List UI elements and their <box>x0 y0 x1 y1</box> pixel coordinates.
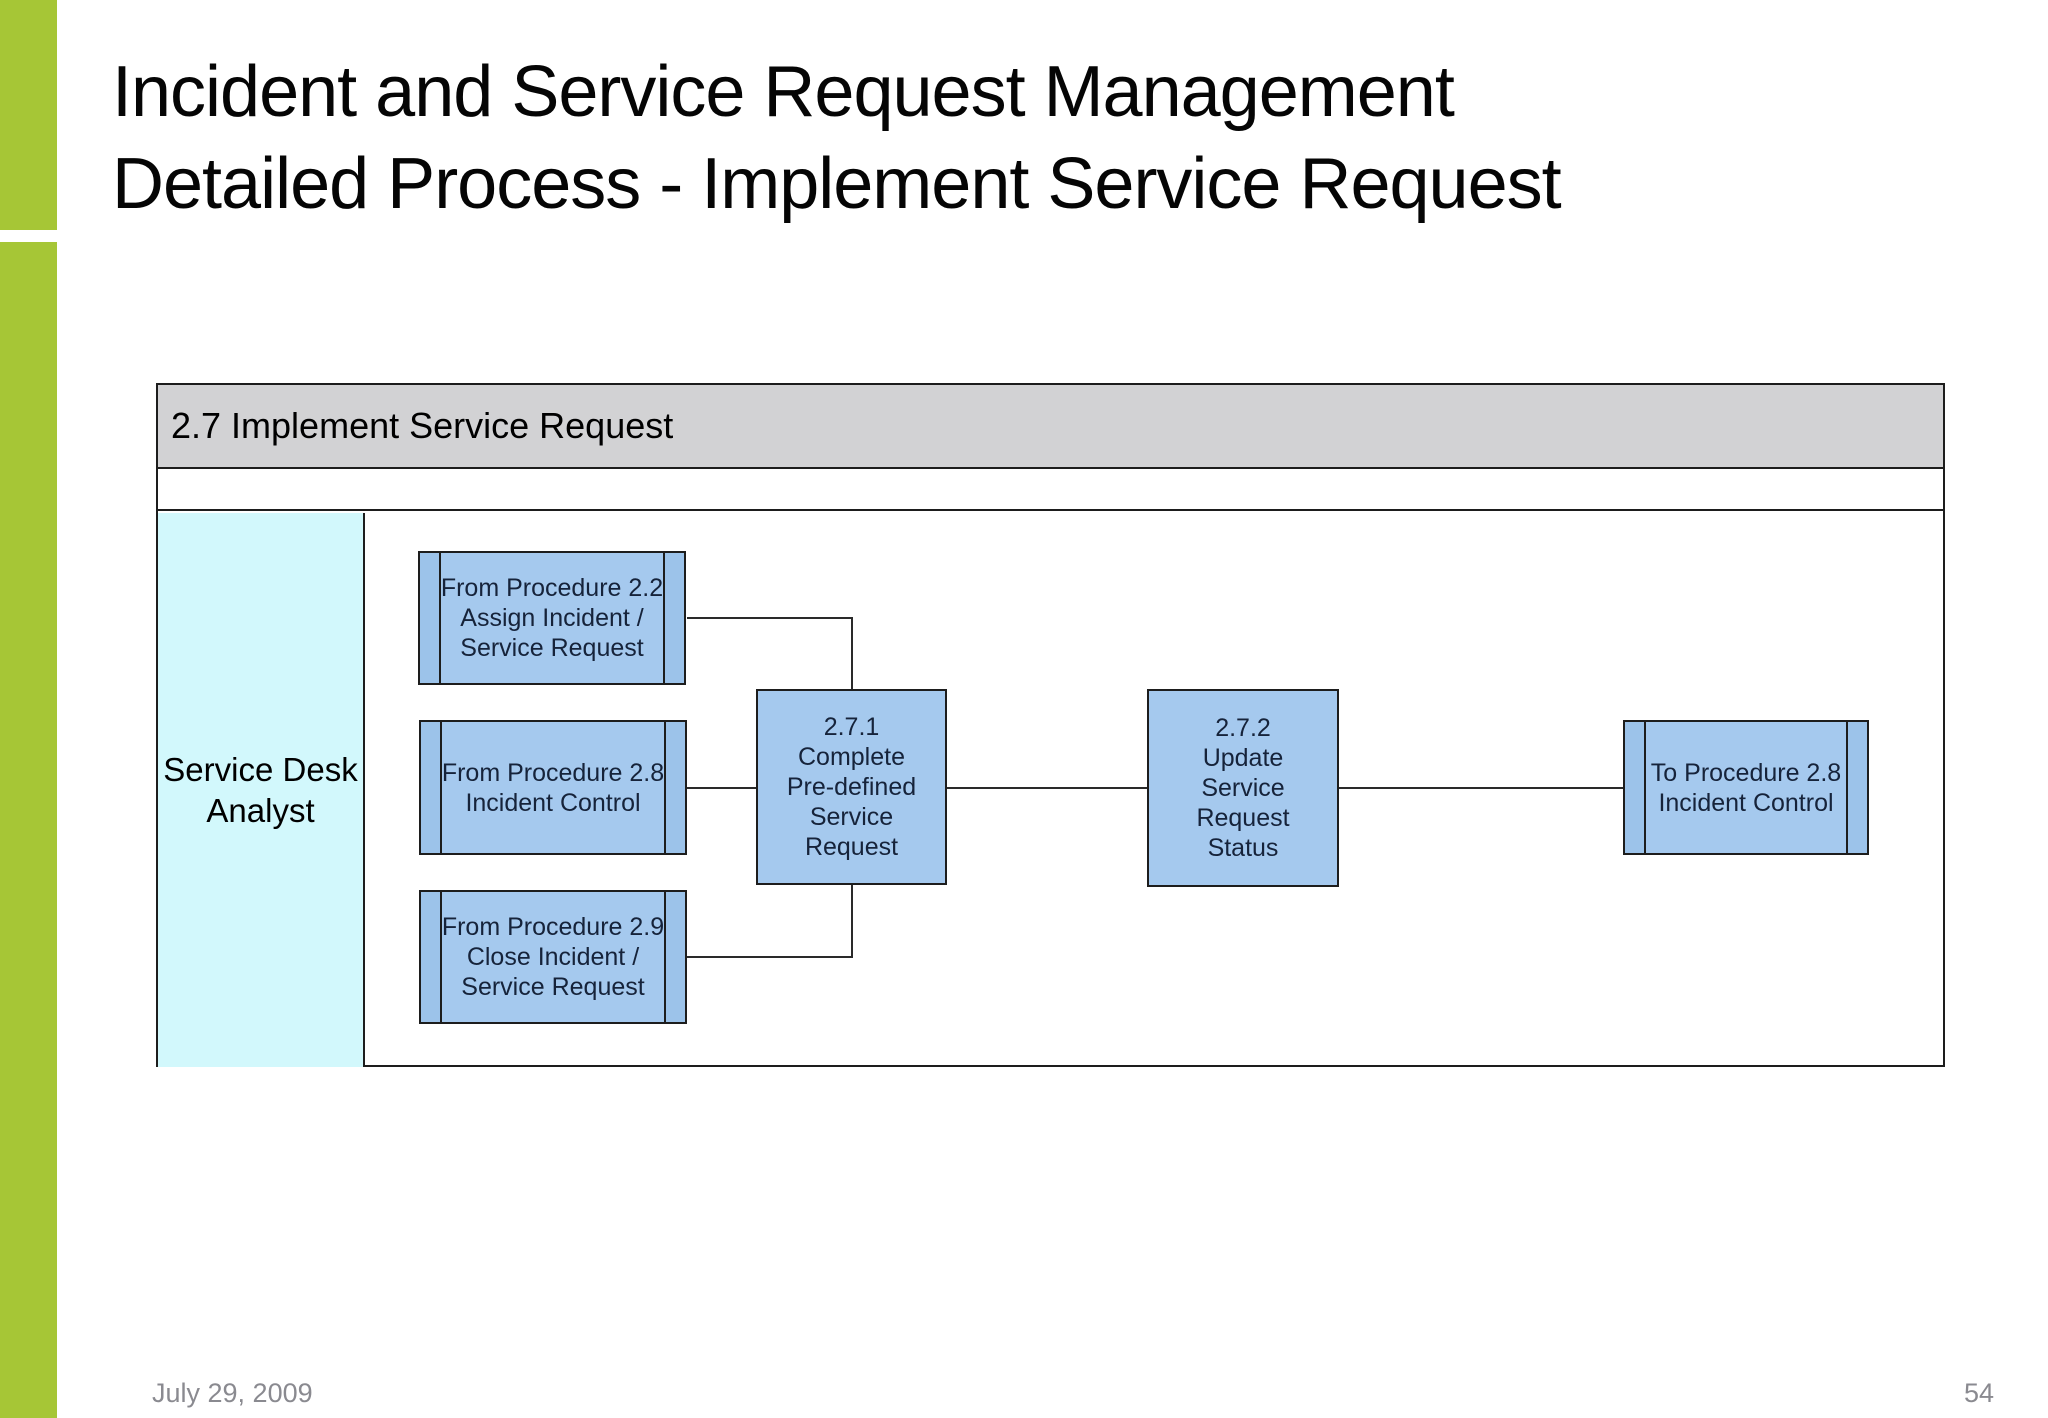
connector-from-2-8 <box>687 787 758 789</box>
slide-title-line1: Incident and Service Request Management <box>112 52 1455 132</box>
box-to-procedure-2-8: To Procedure 2.8 Incident Control <box>1623 720 1869 855</box>
connector-from-2-9-horizontal <box>687 956 853 958</box>
diagram-separator-band <box>158 471 1943 511</box>
slide-title: Incident and Service Request Management … <box>112 46 1872 230</box>
box-text-line: Incident Control <box>1658 788 1834 817</box>
offpage-sidebar-left <box>421 722 442 853</box>
swimlane-label-line1: Service Desk <box>163 751 358 788</box>
connector-2-7-2-to-2-8 <box>1339 787 1625 789</box>
box-from-procedure-2-9: From Procedure 2.9 Close Incident / Serv… <box>419 890 687 1024</box>
slide-title-line2: Detailed Process - Implement Service Req… <box>112 144 1562 224</box>
box-from-procedure-2-8: From Procedure 2.8 Incident Control <box>419 720 687 855</box>
green-accent-bar-bottom <box>0 242 57 1418</box>
box-text-line: Service Request <box>460 634 644 662</box>
offpage-sidebar-right <box>1846 722 1867 853</box>
box-text-line: 2.7.1 <box>823 713 880 741</box>
box-process-2-7-1: 2.7.1 Complete Pre-defined Service Reque… <box>756 689 947 885</box>
swimlane-label-service-desk-analyst: Service Desk Analyst <box>158 513 365 1067</box>
box-text-line: Update <box>1202 744 1284 772</box>
box-text-line: 2.7.2 <box>1215 714 1271 742</box>
box-text-line: Service Request <box>461 973 645 1001</box>
box-text-line: Assign Incident / <box>460 604 644 632</box>
connector-from-2-2-horizontal <box>687 617 853 619</box>
footer-date: July 29, 2009 <box>152 1378 313 1408</box>
swimlane-label-line2: Analyst <box>206 792 315 829</box>
footer-page-number: 54 <box>1963 1378 1994 1408</box>
box-text-line: Pre-defined <box>786 773 917 801</box>
box-text-line: Incident Control <box>465 788 641 817</box>
box-text-line: From Procedure 2.2 <box>440 574 664 602</box>
green-accent-bar-top <box>0 0 57 230</box>
box-from-procedure-2-2: From Procedure 2.2 Assign Incident / Ser… <box>418 551 686 685</box>
box-text-line: From Procedure 2.9 <box>441 913 665 941</box>
box-text-line: Service <box>809 803 894 831</box>
box-text-line: Close Incident / <box>466 943 640 971</box>
diagram-title-band: 2.7 Implement Service Request <box>158 385 1943 469</box>
box-text-line: To Procedure 2.8 <box>1650 758 1842 787</box>
offpage-sidebar-left <box>421 892 442 1022</box>
offpage-sidebar-right <box>664 722 685 853</box>
box-text-line: Request <box>804 833 899 861</box>
connector-2-7-1-to-2-7-2 <box>947 787 1149 789</box>
box-process-2-7-2: 2.7.2 Update Service Request Status <box>1147 689 1339 887</box>
process-diagram-frame: 2.7 Implement Service Request Service De… <box>156 383 1945 1067</box>
connector-from-2-9-vertical <box>851 884 853 958</box>
box-text-line: Service <box>1201 774 1285 802</box>
box-text-line: From Procedure 2.8 <box>441 758 665 787</box>
box-text-line: Status <box>1207 834 1279 862</box>
offpage-sidebar-right <box>664 892 685 1022</box>
box-text-line: Request <box>1196 804 1290 832</box>
offpage-sidebar-left <box>420 553 441 683</box>
box-text-line: Complete <box>798 743 905 771</box>
offpage-sidebar-left <box>1625 722 1646 853</box>
diagram-title: 2.7 Implement Service Request <box>171 405 674 446</box>
offpage-sidebar-right <box>663 553 684 683</box>
connector-from-2-2-vertical <box>851 617 853 690</box>
